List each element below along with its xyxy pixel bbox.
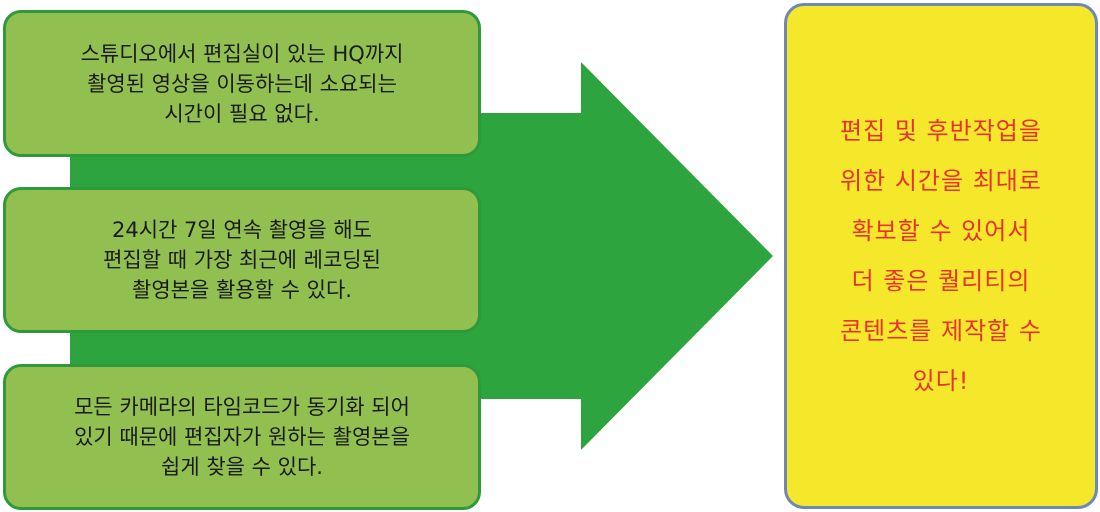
result-line-6: 있다! (912, 367, 970, 395)
benefit-3-line-3: 쉽게 찾을 수 있다. (161, 455, 323, 479)
benefit-box-3: 모든 카메라의 타임코드가 동기화 되어 있기 때문에 편집자가 원하는 촬영본… (3, 364, 481, 510)
benefit-text-3: 모든 카메라의 타임코드가 동기화 되어 있기 때문에 편집자가 원하는 촬영본… (74, 392, 410, 482)
benefit-2-line-1: 24시간 7일 연속 촬영을 해도 (112, 218, 372, 242)
benefit-box-1: 스튜디오에서 편집실이 있는 HQ까지 촬영된 영상을 이동하는데 소요되는 시… (3, 10, 481, 157)
result-line-1: 편집 및 후반작업을 (840, 117, 1042, 145)
result-line-5: 콘텐츠를 제작할 수 (840, 317, 1042, 345)
benefit-1-line-2: 촬영된 영상을 이동하는데 소요되는 (87, 71, 397, 96)
result-box: 편집 및 후반작업을 위한 시간을 최대로 확보할 수 있어서 더 좋은 퀄리티… (784, 3, 1098, 509)
benefit-1-line-1: 스튜디오에서 편집실이 있는 HQ까지 (80, 41, 404, 66)
benefit-1-line-3: 시간이 필요 없다. (164, 101, 320, 126)
result-line-4: 더 좋은 퀄리티의 (851, 267, 1031, 295)
benefit-text-1: 스튜디오에서 편집실이 있는 HQ까지 촬영된 영상을 이동하는데 소요되는 시… (81, 39, 404, 129)
result-line-3: 확보할 수 있어서 (851, 217, 1031, 245)
benefit-3-line-1: 모든 카메라의 타임코드가 동기화 되어 (74, 395, 410, 419)
benefit-2-line-2: 편집할 때 가장 최근에 레코딩된 (103, 248, 381, 272)
result-line-2: 위한 시간을 최대로 (840, 167, 1042, 195)
benefit-3-line-2: 있기 때문에 편집자가 원하는 촬영본을 (74, 425, 410, 449)
benefit-text-2: 24시간 7일 연속 촬영을 해도 편집할 때 가장 최근에 레코딩된 촬영본을… (103, 215, 381, 305)
benefit-box-2: 24시간 7일 연속 촬영을 해도 편집할 때 가장 최근에 레코딩된 촬영본을… (3, 187, 481, 333)
benefit-2-line-3: 촬영본을 활용할 수 있다. (132, 278, 352, 302)
